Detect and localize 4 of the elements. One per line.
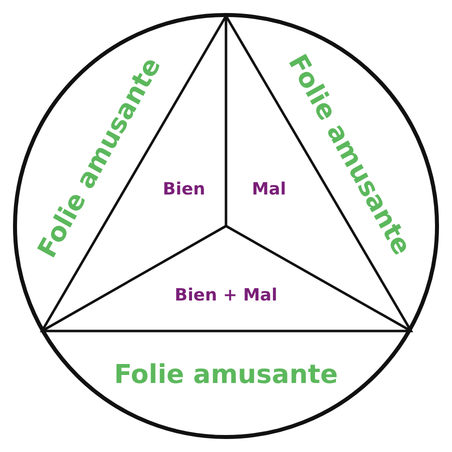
- region-label: Mal: [252, 179, 286, 201]
- region-label: Folie amusante: [114, 358, 338, 392]
- region-label: Bien: [162, 179, 206, 201]
- region-label: Bien + Mal: [174, 285, 278, 307]
